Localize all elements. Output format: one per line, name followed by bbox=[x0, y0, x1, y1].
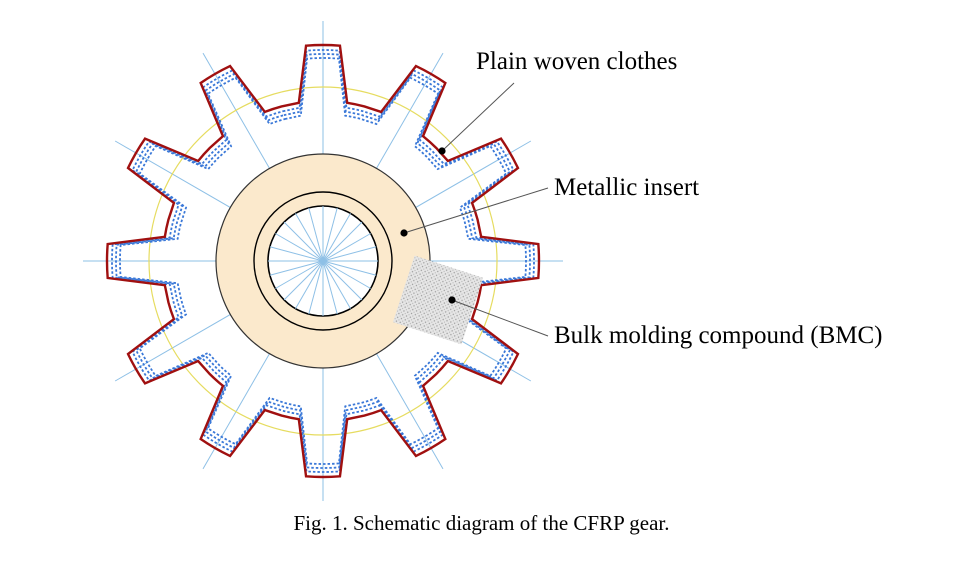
bore-line bbox=[269, 260, 324, 276]
leader-woven bbox=[441, 82, 515, 152]
bore-line bbox=[295, 213, 324, 262]
bore-line bbox=[275, 233, 324, 262]
bore-line bbox=[322, 221, 363, 262]
bore-line bbox=[295, 260, 324, 309]
pitch-circle bbox=[148, 86, 498, 436]
bore-line bbox=[308, 260, 324, 315]
marker-bmc bbox=[448, 296, 456, 304]
shaft-outer-ring bbox=[253, 191, 393, 331]
bore-line bbox=[275, 260, 324, 289]
bore-line bbox=[308, 207, 324, 262]
bore-line bbox=[322, 260, 377, 276]
bore-line bbox=[322, 213, 351, 262]
marker-insert bbox=[400, 229, 408, 237]
bore-line bbox=[322, 260, 371, 289]
bore-line bbox=[322, 260, 351, 309]
bore-line bbox=[322, 260, 338, 315]
figure-caption: Fig. 1. Schematic diagram of the CFRP ge… bbox=[293, 511, 670, 535]
marker-woven bbox=[438, 147, 446, 155]
gear-outline bbox=[105, 43, 541, 479]
bore-line bbox=[283, 221, 324, 262]
bore-line bbox=[322, 207, 338, 262]
fiber-layer-outer bbox=[111, 49, 535, 473]
label-plain-woven-clothes: Plain woven clothes bbox=[476, 48, 678, 75]
bore-line bbox=[322, 246, 377, 262]
bore-line bbox=[322, 233, 371, 262]
label-metallic-insert: Metallic insert bbox=[554, 174, 700, 201]
label-bmc: Bulk molding compound (BMC) bbox=[554, 322, 883, 349]
fiber-layer-middle bbox=[115, 53, 531, 469]
bore-line bbox=[283, 260, 324, 301]
bore-line bbox=[269, 246, 324, 262]
bore-line bbox=[322, 260, 363, 301]
bore-center-lines bbox=[268, 206, 378, 316]
bmc-region bbox=[392, 255, 484, 345]
leader-bmc bbox=[451, 299, 549, 337]
leader-insert bbox=[403, 187, 549, 234]
